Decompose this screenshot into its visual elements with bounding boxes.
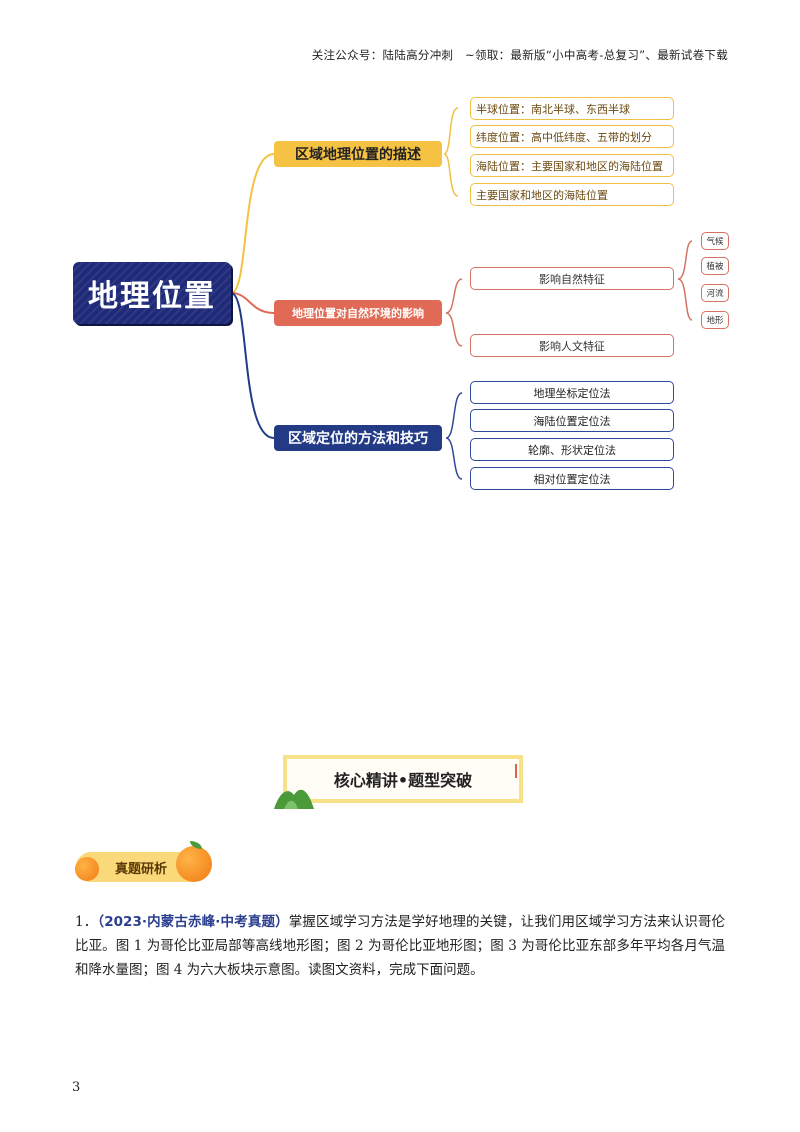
leaf-countries: 主要国家和地区的海陆位置 (470, 183, 674, 206)
leaf-outline-method: 轮廓、形状定位法 (470, 438, 674, 461)
page-number: 3 (72, 1080, 81, 1095)
leaf-relative-method: 相对位置定位法 (470, 467, 674, 490)
leaf-hemisphere: 半球位置：南北半球、东西半球 (470, 97, 674, 120)
hill-icon (274, 789, 314, 809)
leaf-sea-land: 海陆位置：主要国家和地区的海陆位置 (470, 154, 674, 177)
sub-leaf-vegetation: 植被 (701, 257, 729, 275)
sub-leaf-river: 河流 (701, 284, 729, 302)
question-number: 1． (75, 914, 98, 930)
orange-icon (176, 846, 212, 882)
question-text: 掌握区域学习方法是学好地理的关键，让我们用区域学习方法来认识哥伦比亚。图 1 为… (75, 914, 726, 978)
banner-accent (515, 764, 517, 778)
leaf-natural-features: 影响自然特征 (470, 267, 674, 290)
sub-leaf-terrain: 地形 (701, 311, 729, 329)
section-title: 核心精讲•题型突破 (333, 771, 473, 790)
mindmap-root: 地理位置 (73, 262, 231, 324)
leaf-sea-land-method: 海陆位置定位法 (470, 409, 674, 432)
branch-location-description: 区域地理位置的描述 (274, 141, 442, 167)
branch-positioning-methods: 区域定位的方法和技巧 (274, 425, 442, 451)
sub-leaf-climate: 气候 (701, 232, 729, 250)
leaf-coordinate-method: 地理坐标定位法 (470, 381, 674, 404)
orange-icon (75, 857, 99, 881)
section-banner: 核心精讲•题型突破 (283, 755, 523, 803)
question-source: （2023·内蒙古赤峰·中考真题） (97, 914, 289, 930)
leaf-human-features: 影响人文特征 (470, 334, 674, 357)
leaf-icon (190, 841, 202, 849)
page-header: 关注公众号：陆陆高分冲刺 ~领取：最新版“小中高考-总复习”、最新试卷下载 (311, 48, 728, 62)
branch-environment-influence: 地理位置对自然环境的影响 (274, 300, 442, 326)
leaf-latitude: 纬度位置：高中低纬度、五带的划分 (470, 125, 674, 148)
question-1: 1．（2023·内蒙古赤峰·中考真题）掌握区域学习方法是学好地理的关键，让我们用… (75, 910, 725, 982)
